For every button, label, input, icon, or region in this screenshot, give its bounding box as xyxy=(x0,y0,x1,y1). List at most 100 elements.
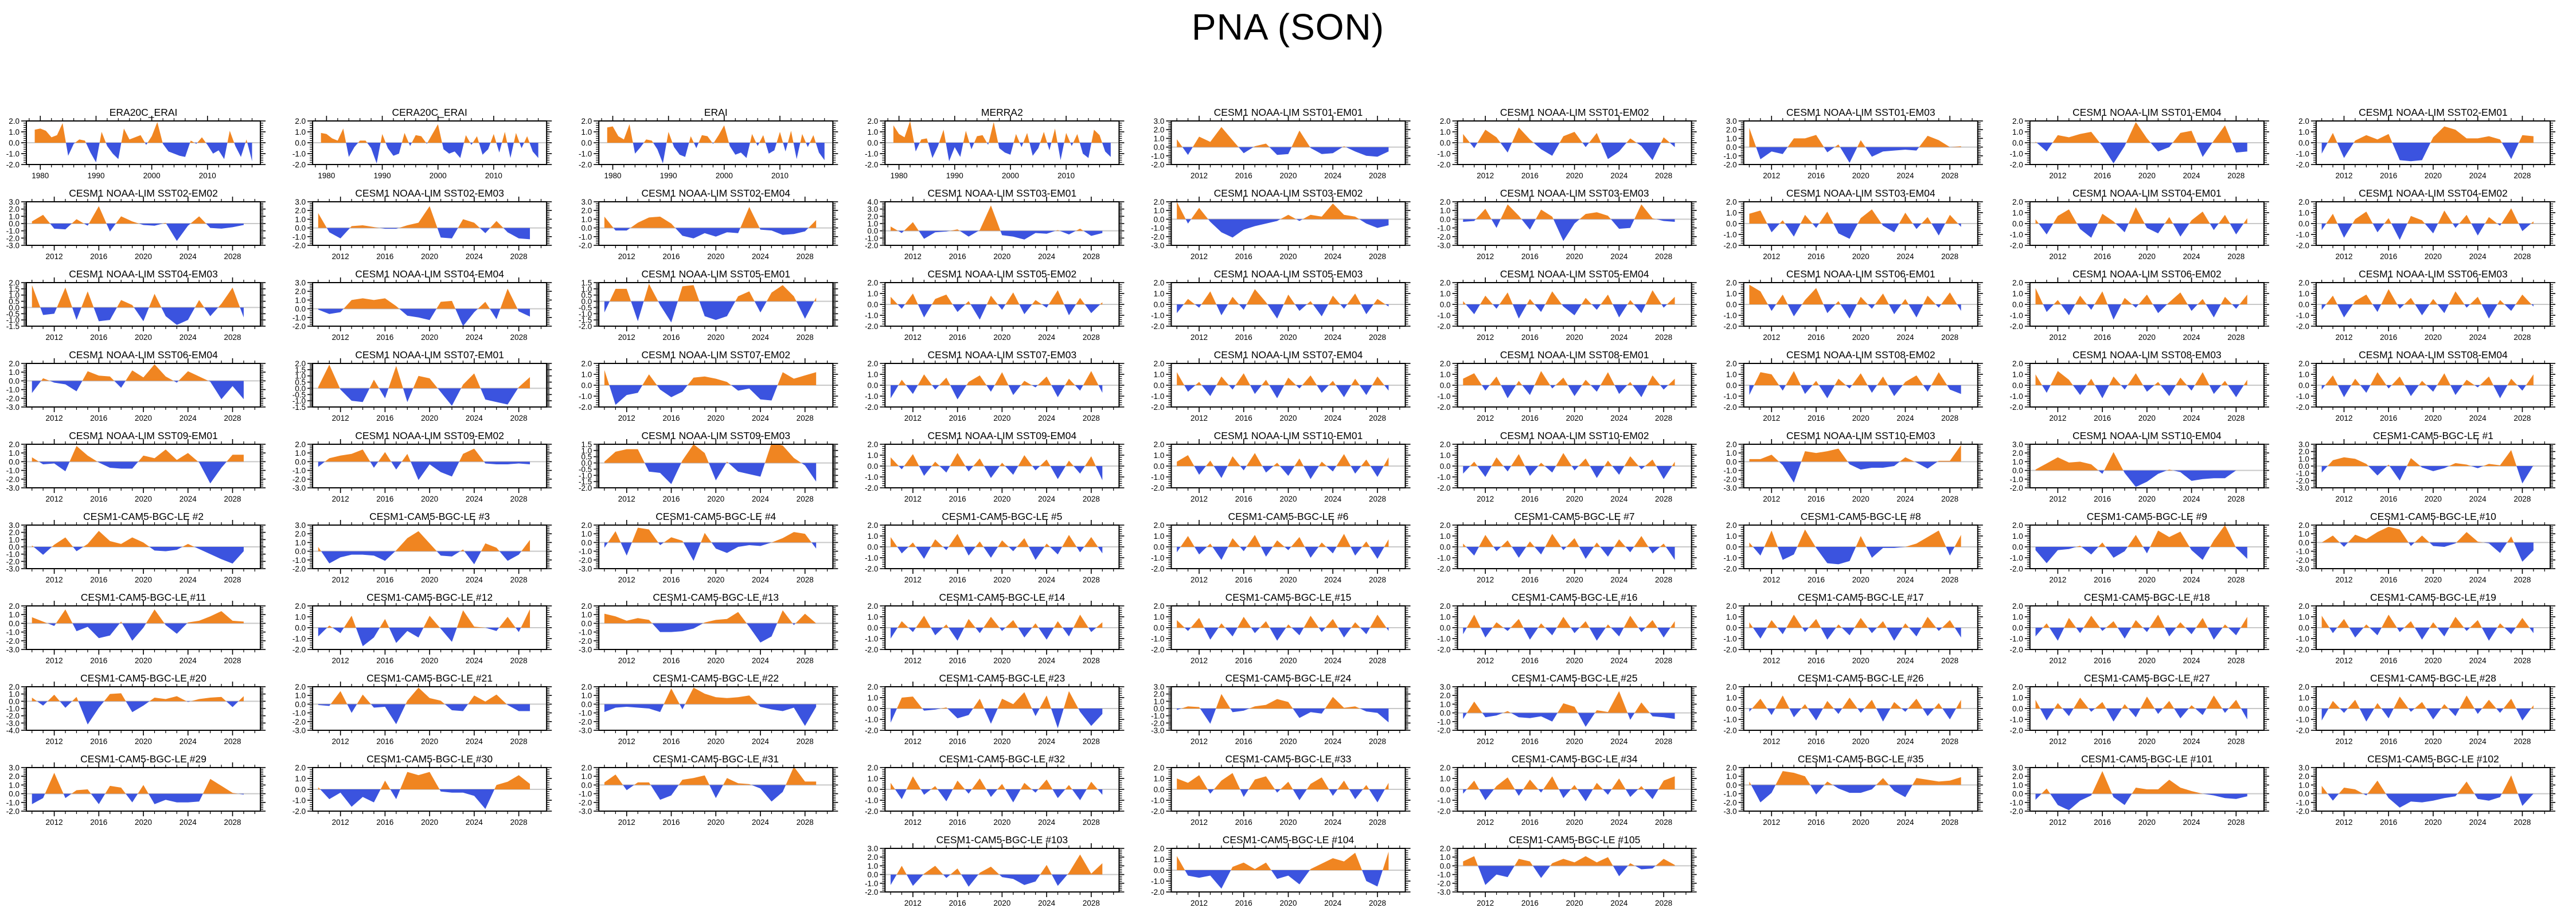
y-tick-label: -1.0 xyxy=(1723,392,1736,401)
y-tick-label: 0.0 xyxy=(1440,462,1451,471)
y-tick-label: 1.0 xyxy=(1726,370,1737,379)
positive-anomaly-fill xyxy=(891,776,1103,789)
x-tick-label: 2028 xyxy=(1369,576,1386,584)
positive-anomaly-fill xyxy=(1749,371,1961,385)
x-tick-label: 2016 xyxy=(1235,656,1252,665)
y-tick-label: -1.0 xyxy=(1437,311,1450,320)
y-tick-label: 0.0 xyxy=(868,785,879,794)
y-tick-label: 1.0 xyxy=(1154,774,1165,783)
y-tick-label: 2.0 xyxy=(2298,521,2309,530)
x-tick-label: 2012 xyxy=(904,333,922,342)
x-tick-label: 2028 xyxy=(2227,414,2245,422)
x-tick-label: 2012 xyxy=(1477,899,1494,907)
y-tick-label: -1.5 xyxy=(292,403,306,412)
y-tick-label: 3.0 xyxy=(1440,683,1451,691)
y-tick-label: -1.0 xyxy=(1151,224,1164,233)
x-tick-label: 2024 xyxy=(1038,656,1056,665)
x-tick-label: 2028 xyxy=(224,737,241,746)
x-tick-label: 2020 xyxy=(135,737,152,746)
chart-panel: CESM1 NOAA-LIM SST05-EM03-2.0-1.00.01.02… xyxy=(1151,268,1411,342)
y-tick-label: -1.0 xyxy=(865,392,878,401)
positive-anomaly-fill xyxy=(2035,288,2247,304)
chart-panel: CESM1-CAM5-BGC-LE #105-3.0-2.0-1.00.01.0… xyxy=(1437,834,1697,907)
y-tick-label: -2.0 xyxy=(1151,233,1164,241)
x-tick-label: 2028 xyxy=(510,495,528,503)
y-tick-label: 0.0 xyxy=(1726,781,1737,789)
x-tick-label: 2012 xyxy=(904,495,922,503)
chart-panel: CESM1 NOAA-LIM SST04-EM02-2.0-1.00.01.02… xyxy=(2296,187,2555,261)
x-tick-label: 2012 xyxy=(618,656,635,665)
panel-title: CESM1 NOAA-LIM SST01-EM02 xyxy=(1500,107,1649,118)
x-tick-label: 2012 xyxy=(904,899,922,907)
y-tick-label: 0.0 xyxy=(2012,624,2023,632)
y-tick-label: -1.0 xyxy=(865,234,878,242)
x-tick-label: 2012 xyxy=(904,818,922,827)
positive-anomaly-fill xyxy=(1463,127,1675,143)
x-tick-label: 2024 xyxy=(1896,495,1914,503)
plot-frame xyxy=(312,686,548,731)
y-tick-label: 1.0 xyxy=(1440,700,1451,709)
y-tick-label: 0.0 xyxy=(868,227,879,236)
y-tick-label: 0.0 xyxy=(9,220,19,228)
x-tick-label: 2012 xyxy=(904,414,922,422)
x-tick-label: 2028 xyxy=(1941,737,1958,746)
x-tick-label: 2028 xyxy=(1369,818,1386,827)
x-tick-label: 2012 xyxy=(904,656,922,665)
y-tick-label: 2.0 xyxy=(9,602,19,610)
y-tick-label: -1.0 xyxy=(6,467,19,475)
y-tick-label: 0.0 xyxy=(9,303,19,312)
x-tick-label: 2028 xyxy=(1655,171,1672,180)
x-tick-label: 2016 xyxy=(1808,737,1825,746)
x-tick-label: 2024 xyxy=(1324,818,1342,827)
chart-panel: CESM1-CAM5-BGC-LE #34-2.0-1.00.01.02.020… xyxy=(1437,753,1697,827)
positive-anomaly-fill xyxy=(1177,534,1389,547)
y-tick-label: -3.0 xyxy=(1151,726,1164,735)
y-tick-label: 0.0 xyxy=(2012,705,2023,713)
x-tick-label: 2012 xyxy=(2335,495,2352,503)
y-tick-label: -2.0 xyxy=(865,161,878,169)
x-tick-label: 2024 xyxy=(1038,252,1056,261)
panel-title: CESM1-CAM5-BGC-LE #35 xyxy=(1798,753,1924,765)
x-tick-label: 2024 xyxy=(1038,737,1056,746)
y-tick-label: 0.0 xyxy=(581,224,592,233)
y-tick-label: 2.0 xyxy=(1440,359,1451,368)
x-tick-label: 2020 xyxy=(1852,171,1869,180)
panel-title: CESM1 NOAA-LIM SST06-EM03 xyxy=(2359,268,2508,280)
x-tick-label: 2016 xyxy=(376,333,393,342)
x-tick-label: 2012 xyxy=(1763,333,1780,342)
y-tick-label: -2.0 xyxy=(292,807,306,816)
x-tick-label: 2016 xyxy=(1521,333,1539,342)
y-tick-label: 0.0 xyxy=(1154,462,1165,471)
positive-anomaly-fill xyxy=(32,531,244,547)
x-tick-label: 2028 xyxy=(2513,495,2531,503)
negative-anomaly-fill xyxy=(32,793,244,804)
chart-panel: CESM1-CAM5-BGC-LE #29-2.0-1.00.01.02.03.… xyxy=(6,753,266,827)
positive-anomaly-fill xyxy=(604,207,817,228)
y-tick-label: 3.0 xyxy=(581,198,592,206)
positive-anomaly-fill xyxy=(325,448,485,462)
negative-anomaly-fill xyxy=(32,547,244,564)
chart-panel: CESM1-CAM5-BGC-LE #5-2.0-1.00.01.02.0201… xyxy=(865,511,1125,584)
negative-anomaly-fill xyxy=(2035,547,2247,563)
x-tick-label: 2012 xyxy=(2049,656,2066,665)
x-tick-label: 2016 xyxy=(90,252,107,261)
x-tick-label: 2024 xyxy=(2183,656,2201,665)
y-tick-label: 1.0 xyxy=(2298,289,2309,298)
y-tick-label: 1.0 xyxy=(581,128,592,136)
chart-panel: CESM1 NOAA-LIM SST07-EM03-2.0-1.00.01.02… xyxy=(865,349,1125,422)
x-tick-label: 2016 xyxy=(1521,414,1539,422)
positive-anomaly-fill xyxy=(896,854,1103,875)
x-tick-label: 2028 xyxy=(797,818,814,827)
negative-anomaly-fill xyxy=(2321,628,2534,641)
y-tick-label: -2.0 xyxy=(1437,403,1450,412)
x-tick-label: 2024 xyxy=(1896,656,1914,665)
x-tick-label: 2010 xyxy=(771,171,789,180)
negative-anomaly-fill xyxy=(318,628,530,647)
x-tick-label: 2016 xyxy=(1235,576,1252,584)
x-tick-label: 2016 xyxy=(90,737,107,746)
x-tick-label: 2024 xyxy=(2183,576,2201,584)
y-tick-label: 2.0 xyxy=(9,279,19,287)
chart-panel: CESM1-CAM5-BGC-LE #17-2.0-1.00.01.02.020… xyxy=(1723,592,1983,665)
panel-title: CESM1 NOAA-LIM SST10-EM04 xyxy=(2072,430,2222,441)
x-tick-label: 2028 xyxy=(1369,899,1386,907)
